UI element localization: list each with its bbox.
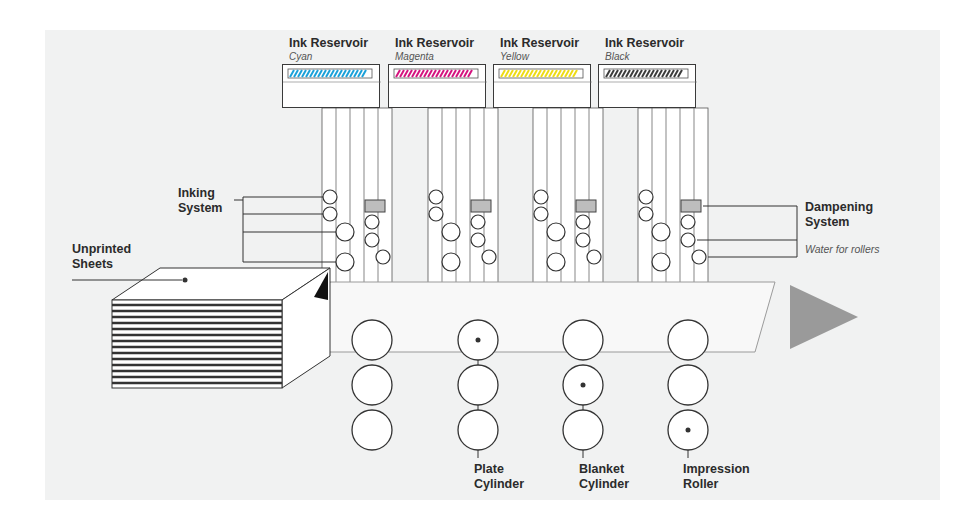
cylinder-dots bbox=[476, 338, 691, 433]
ink-reservoir: Ink ReservoirCyan bbox=[282, 64, 380, 108]
part-label: Plate Cylinder bbox=[474, 462, 536, 492]
cylinder-stack bbox=[668, 320, 708, 450]
panel-ground bbox=[45, 30, 940, 500]
direction-arrow bbox=[790, 285, 858, 349]
reservoir-heading: Ink Reservoir bbox=[289, 36, 368, 50]
ink-reservoir: Ink ReservoirYellow bbox=[493, 64, 591, 108]
part-label: Impression Roller bbox=[683, 462, 761, 492]
ink-stripe bbox=[283, 65, 381, 109]
dampening-bracket bbox=[697, 206, 797, 257]
sheet-stack bbox=[112, 268, 330, 388]
part-label: Inking System bbox=[178, 186, 238, 216]
ink-color-name: Cyan bbox=[289, 51, 312, 63]
cylinder-stack bbox=[458, 320, 498, 450]
ink-reservoir: Ink ReservoirBlack bbox=[598, 64, 696, 108]
cylinder-stack bbox=[563, 320, 603, 450]
ink-stripe bbox=[599, 65, 697, 109]
reservoir-heading: Ink Reservoir bbox=[500, 36, 579, 50]
part-label: Blanket Cylinder bbox=[579, 462, 641, 492]
reservoir-heading: Ink Reservoir bbox=[605, 36, 684, 50]
ink-color-name: Black bbox=[605, 51, 629, 63]
ink-color-name: Magenta bbox=[395, 51, 434, 63]
ink-stripe bbox=[494, 65, 592, 109]
ink-stripe bbox=[389, 65, 487, 109]
inking-bracket bbox=[234, 197, 336, 262]
part-label: Dampening System bbox=[805, 200, 885, 230]
part-note: Water for rollers bbox=[805, 242, 880, 257]
sheets-leader bbox=[72, 278, 188, 283]
reservoir-heading: Ink Reservoir bbox=[395, 36, 474, 50]
ink-color-name: Yellow bbox=[500, 51, 529, 63]
part-label: Unprinted Sheets bbox=[72, 242, 147, 272]
ink-reservoir: Ink ReservoirMagenta bbox=[388, 64, 486, 108]
cylinder-stack bbox=[352, 320, 392, 450]
